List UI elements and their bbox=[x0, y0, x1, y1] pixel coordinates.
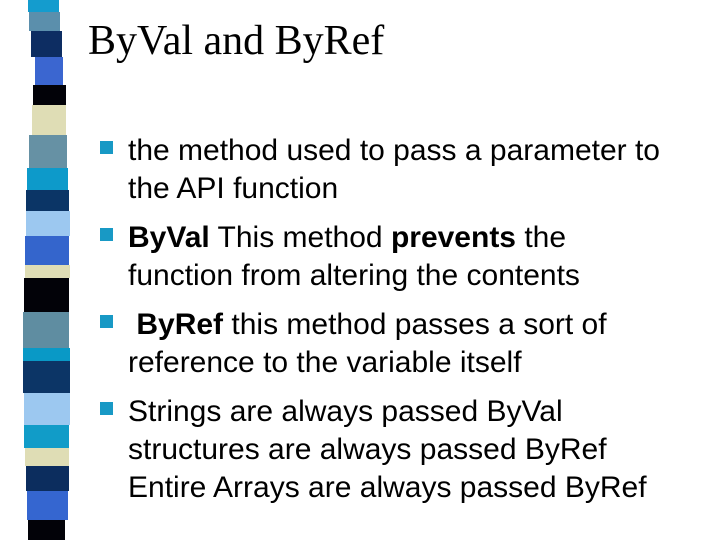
bullet-text: ByVal This method prevents the function … bbox=[128, 219, 580, 295]
ribbon-block-21 bbox=[28, 520, 65, 540]
ribbon-block-5 bbox=[32, 105, 66, 135]
slide-title: ByVal and ByRef bbox=[88, 18, 385, 64]
ribbon-block-3 bbox=[35, 57, 63, 85]
ribbon-block-13 bbox=[23, 312, 69, 348]
bullet-square-icon bbox=[100, 315, 113, 328]
ribbon-block-9 bbox=[26, 211, 70, 236]
ribbon-block-4 bbox=[33, 85, 66, 105]
ribbon-block-19 bbox=[26, 466, 69, 491]
ribbon-block-7 bbox=[27, 168, 68, 190]
ribbon-block-15 bbox=[23, 361, 70, 393]
ribbon-block-11 bbox=[25, 265, 70, 278]
ribbon-block-8 bbox=[26, 190, 69, 211]
bullet-text: ByRef this method passes a sort of refer… bbox=[128, 306, 607, 382]
ribbon-block-6 bbox=[29, 135, 67, 168]
bullet-text-segment: the method used to pass a parameter to t… bbox=[128, 134, 660, 205]
ribbon-block-0 bbox=[28, 0, 59, 12]
ribbon-block-10 bbox=[25, 236, 69, 265]
ribbon-block-18 bbox=[25, 448, 69, 466]
bullet-square-icon bbox=[100, 228, 113, 241]
bullet-text: Strings are always passed ByVal structur… bbox=[128, 393, 647, 507]
bullet-item-3: Strings are always passed ByVal structur… bbox=[100, 393, 705, 507]
decorative-ribbon bbox=[22, 0, 92, 540]
bullet-text-segment: Strings are always passed ByVal structur… bbox=[128, 395, 647, 504]
bullet-item-1: ByVal This method prevents the function … bbox=[100, 219, 705, 295]
bullet-text-bold-segment: prevents bbox=[390, 221, 516, 254]
ribbon-block-1 bbox=[29, 12, 60, 31]
ribbon-block-20 bbox=[27, 491, 68, 520]
ribbon-block-14 bbox=[23, 348, 70, 361]
bullet-list: the method used to pass a parameter to t… bbox=[100, 132, 705, 518]
bullet-item-2: ByRef this method passes a sort of refer… bbox=[100, 306, 705, 382]
ribbon-block-2 bbox=[31, 31, 62, 57]
bullet-square-icon bbox=[100, 402, 113, 415]
ribbon-block-12 bbox=[24, 278, 69, 312]
ribbon-block-17 bbox=[24, 425, 69, 448]
bullet-text-segment: This method bbox=[209, 221, 391, 254]
bullet-text-segment: the function from altering the contents bbox=[128, 221, 580, 292]
bullet-text: the method used to pass a parameter to t… bbox=[128, 132, 660, 208]
bullet-square-icon bbox=[100, 141, 113, 154]
ribbon-block-16 bbox=[24, 393, 70, 425]
bullet-text-bold-segment: ByRef bbox=[136, 308, 224, 341]
bullet-text-segment: this method passes a sort of reference t… bbox=[128, 308, 607, 379]
bullet-item-0: the method used to pass a parameter to t… bbox=[100, 132, 705, 208]
bullet-text-bold-segment: ByVal bbox=[128, 221, 210, 254]
